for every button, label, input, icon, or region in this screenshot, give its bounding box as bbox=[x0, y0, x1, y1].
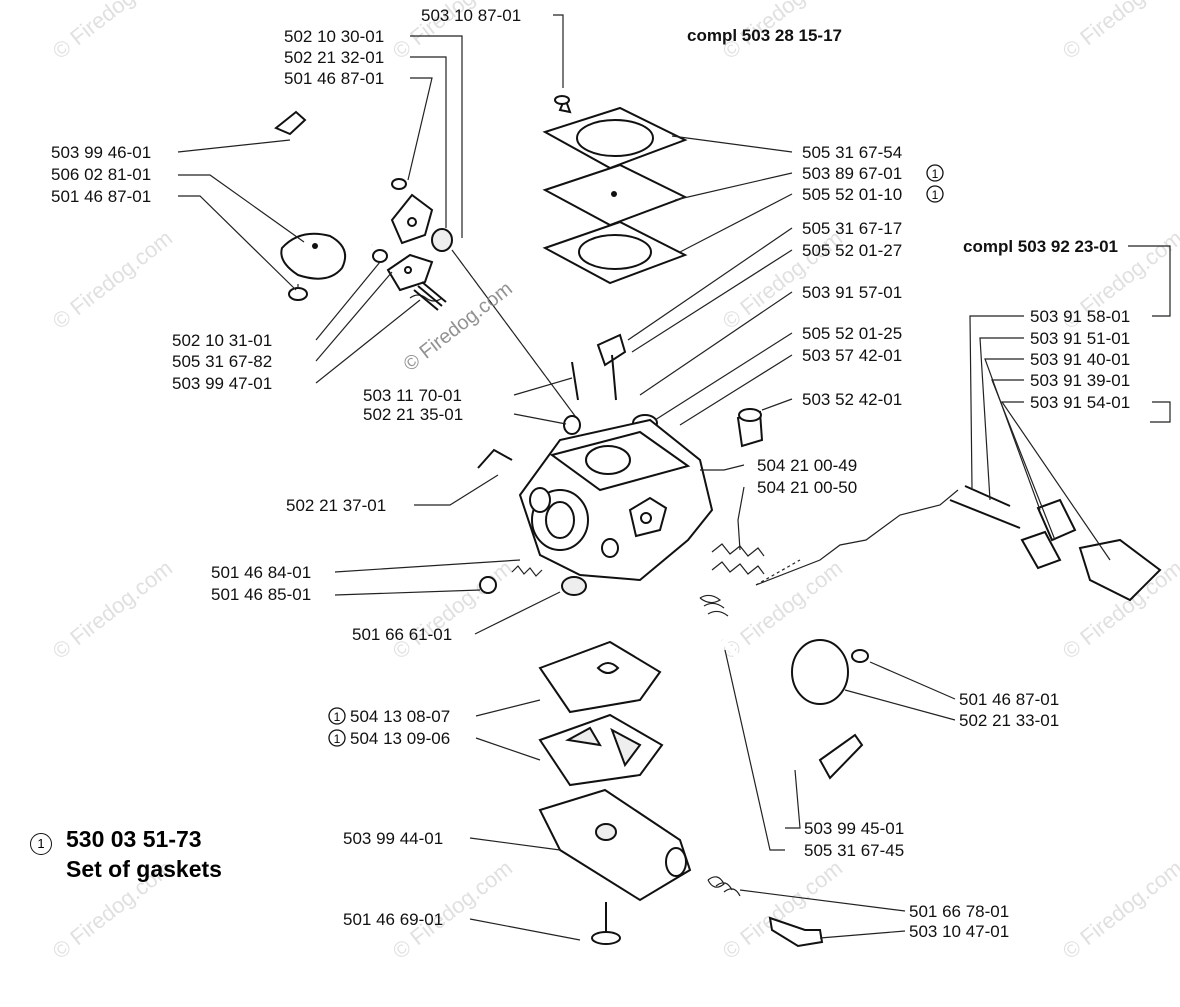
gasket-set-marker: 1 bbox=[30, 833, 52, 855]
bottom-screws bbox=[591, 876, 824, 948]
lever-assembly bbox=[386, 178, 453, 311]
part-label[interactable]: 502 10 30-01 bbox=[284, 27, 384, 46]
part-label[interactable]: 501 46 84-01 bbox=[211, 563, 311, 582]
watermark-text: © Firedog.com bbox=[48, 555, 177, 664]
part-label[interactable]: 503 10 87-01 bbox=[421, 6, 521, 25]
part-label[interactable]: 501 66 61-01 bbox=[352, 625, 452, 644]
part-label[interactable]: 501 46 87-01 bbox=[959, 690, 1059, 709]
part-label[interactable]: 503 91 51-01 bbox=[1030, 329, 1130, 348]
gasket-marker-text: 1 bbox=[334, 732, 341, 746]
bottom-gasket-stack bbox=[538, 640, 664, 787]
gasket-marker-text: 1 bbox=[932, 167, 939, 181]
nozzle-assembly bbox=[755, 485, 1162, 602]
part-label[interactable]: 503 89 67-01 bbox=[802, 164, 902, 183]
part-label[interactable]: 503 91 58-01 bbox=[1030, 307, 1130, 326]
gasket-set-label: Set of gaskets bbox=[66, 856, 222, 882]
part-label[interactable]: 503 91 54-01 bbox=[1030, 393, 1130, 412]
part-label[interactable]: 501 66 78-01 bbox=[909, 902, 1009, 921]
part-label[interactable]: 503 57 42-01 bbox=[802, 346, 902, 365]
part-label[interactable]: 503 99 45-01 bbox=[804, 819, 904, 838]
throttle-plate bbox=[280, 232, 346, 301]
part-label[interactable]: 504 13 09-06 bbox=[350, 729, 450, 748]
gasket-marker: 1 bbox=[926, 164, 944, 182]
part-drawings bbox=[274, 95, 1162, 948]
watermark-text: © Firedog.com bbox=[1058, 0, 1180, 64]
throttle-shaft bbox=[274, 110, 388, 263]
carburetor-body bbox=[518, 418, 714, 582]
part-label[interactable]: 501 46 85-01 bbox=[211, 585, 311, 604]
part-label[interactable]: 505 31 67-82 bbox=[172, 352, 272, 371]
part-label[interactable]: 503 52 42-01 bbox=[802, 390, 902, 409]
watermark-text: © Firedog.com bbox=[48, 225, 177, 334]
part-label[interactable]: 502 21 37-01 bbox=[286, 496, 386, 515]
part-label[interactable]: 504 21 00-49 bbox=[757, 456, 857, 475]
part-label[interactable]: 505 52 01-27 bbox=[802, 241, 902, 260]
part-label[interactable]: 503 91 57-01 bbox=[802, 283, 902, 302]
part-label[interactable]: 501 46 87-01 bbox=[51, 187, 151, 206]
part-label[interactable]: 502 10 31-01 bbox=[172, 331, 272, 350]
gasket-marker: 1 bbox=[328, 707, 346, 725]
gasket-marker-text: 1 bbox=[334, 710, 341, 724]
compl-main-header: compl 503 28 15-17 bbox=[687, 26, 842, 45]
gasket-marker-text: 1 bbox=[932, 188, 939, 202]
part-label[interactable]: 503 10 47-01 bbox=[909, 922, 1009, 941]
part-label[interactable]: 502 21 35-01 bbox=[363, 405, 463, 424]
part-label[interactable]: 505 52 01-25 bbox=[802, 324, 902, 343]
part-label[interactable]: 506 02 81-01 bbox=[51, 165, 151, 184]
gasket-marker: 1 bbox=[328, 729, 346, 747]
compl-nozzle-header: compl 503 92 23-01 bbox=[963, 237, 1118, 256]
pump-cover bbox=[538, 788, 692, 902]
watermark-text: © Firedog.com bbox=[718, 855, 847, 964]
l-pin bbox=[477, 448, 513, 469]
watermark-text: © Firedog.com bbox=[48, 0, 177, 64]
part-label[interactable]: 503 99 47-01 bbox=[172, 374, 272, 393]
gasket-marker-group: 1 1 1 1 bbox=[328, 164, 944, 747]
needle-valve-parts bbox=[563, 333, 764, 448]
gasket-set-part-number[interactable]: 530 03 51-73 bbox=[66, 826, 202, 852]
part-label[interactable]: 503 91 40-01 bbox=[1030, 350, 1130, 369]
leader-lines bbox=[177, 14, 1171, 941]
top-diaphragm-stack bbox=[542, 95, 688, 285]
watermark-text: © Firedog.com bbox=[388, 555, 517, 664]
idle-springs bbox=[479, 543, 765, 596]
part-label[interactable]: 505 52 01-10 bbox=[802, 185, 902, 204]
watermark-text: © Firedog.com bbox=[1058, 855, 1180, 964]
part-label[interactable]: 502 21 32-01 bbox=[284, 48, 384, 67]
part-label[interactable]: 501 46 69-01 bbox=[343, 910, 443, 929]
part-label[interactable]: 503 11 70-01 bbox=[363, 386, 462, 405]
part-label[interactable]: 501 46 87-01 bbox=[284, 69, 384, 88]
choke-shaft bbox=[699, 594, 869, 780]
part-label[interactable]: 503 99 44-01 bbox=[343, 829, 443, 848]
part-label[interactable]: 502 21 33-01 bbox=[959, 711, 1059, 730]
part-label[interactable]: 505 31 67-54 bbox=[802, 143, 902, 162]
part-label[interactable]: 504 21 00-50 bbox=[757, 478, 857, 497]
part-label[interactable]: 505 31 67-17 bbox=[802, 219, 902, 238]
part-label[interactable]: 505 31 67-45 bbox=[804, 841, 904, 860]
part-label-group: 503 10 87-01 502 10 30-01 502 21 32-01 5… bbox=[51, 6, 1130, 941]
part-label[interactable]: 503 99 46-01 bbox=[51, 143, 151, 162]
gasket-marker: 1 bbox=[926, 185, 944, 203]
part-label[interactable]: 503 91 39-01 bbox=[1030, 371, 1130, 390]
part-label[interactable]: 504 13 08-07 bbox=[350, 707, 450, 726]
